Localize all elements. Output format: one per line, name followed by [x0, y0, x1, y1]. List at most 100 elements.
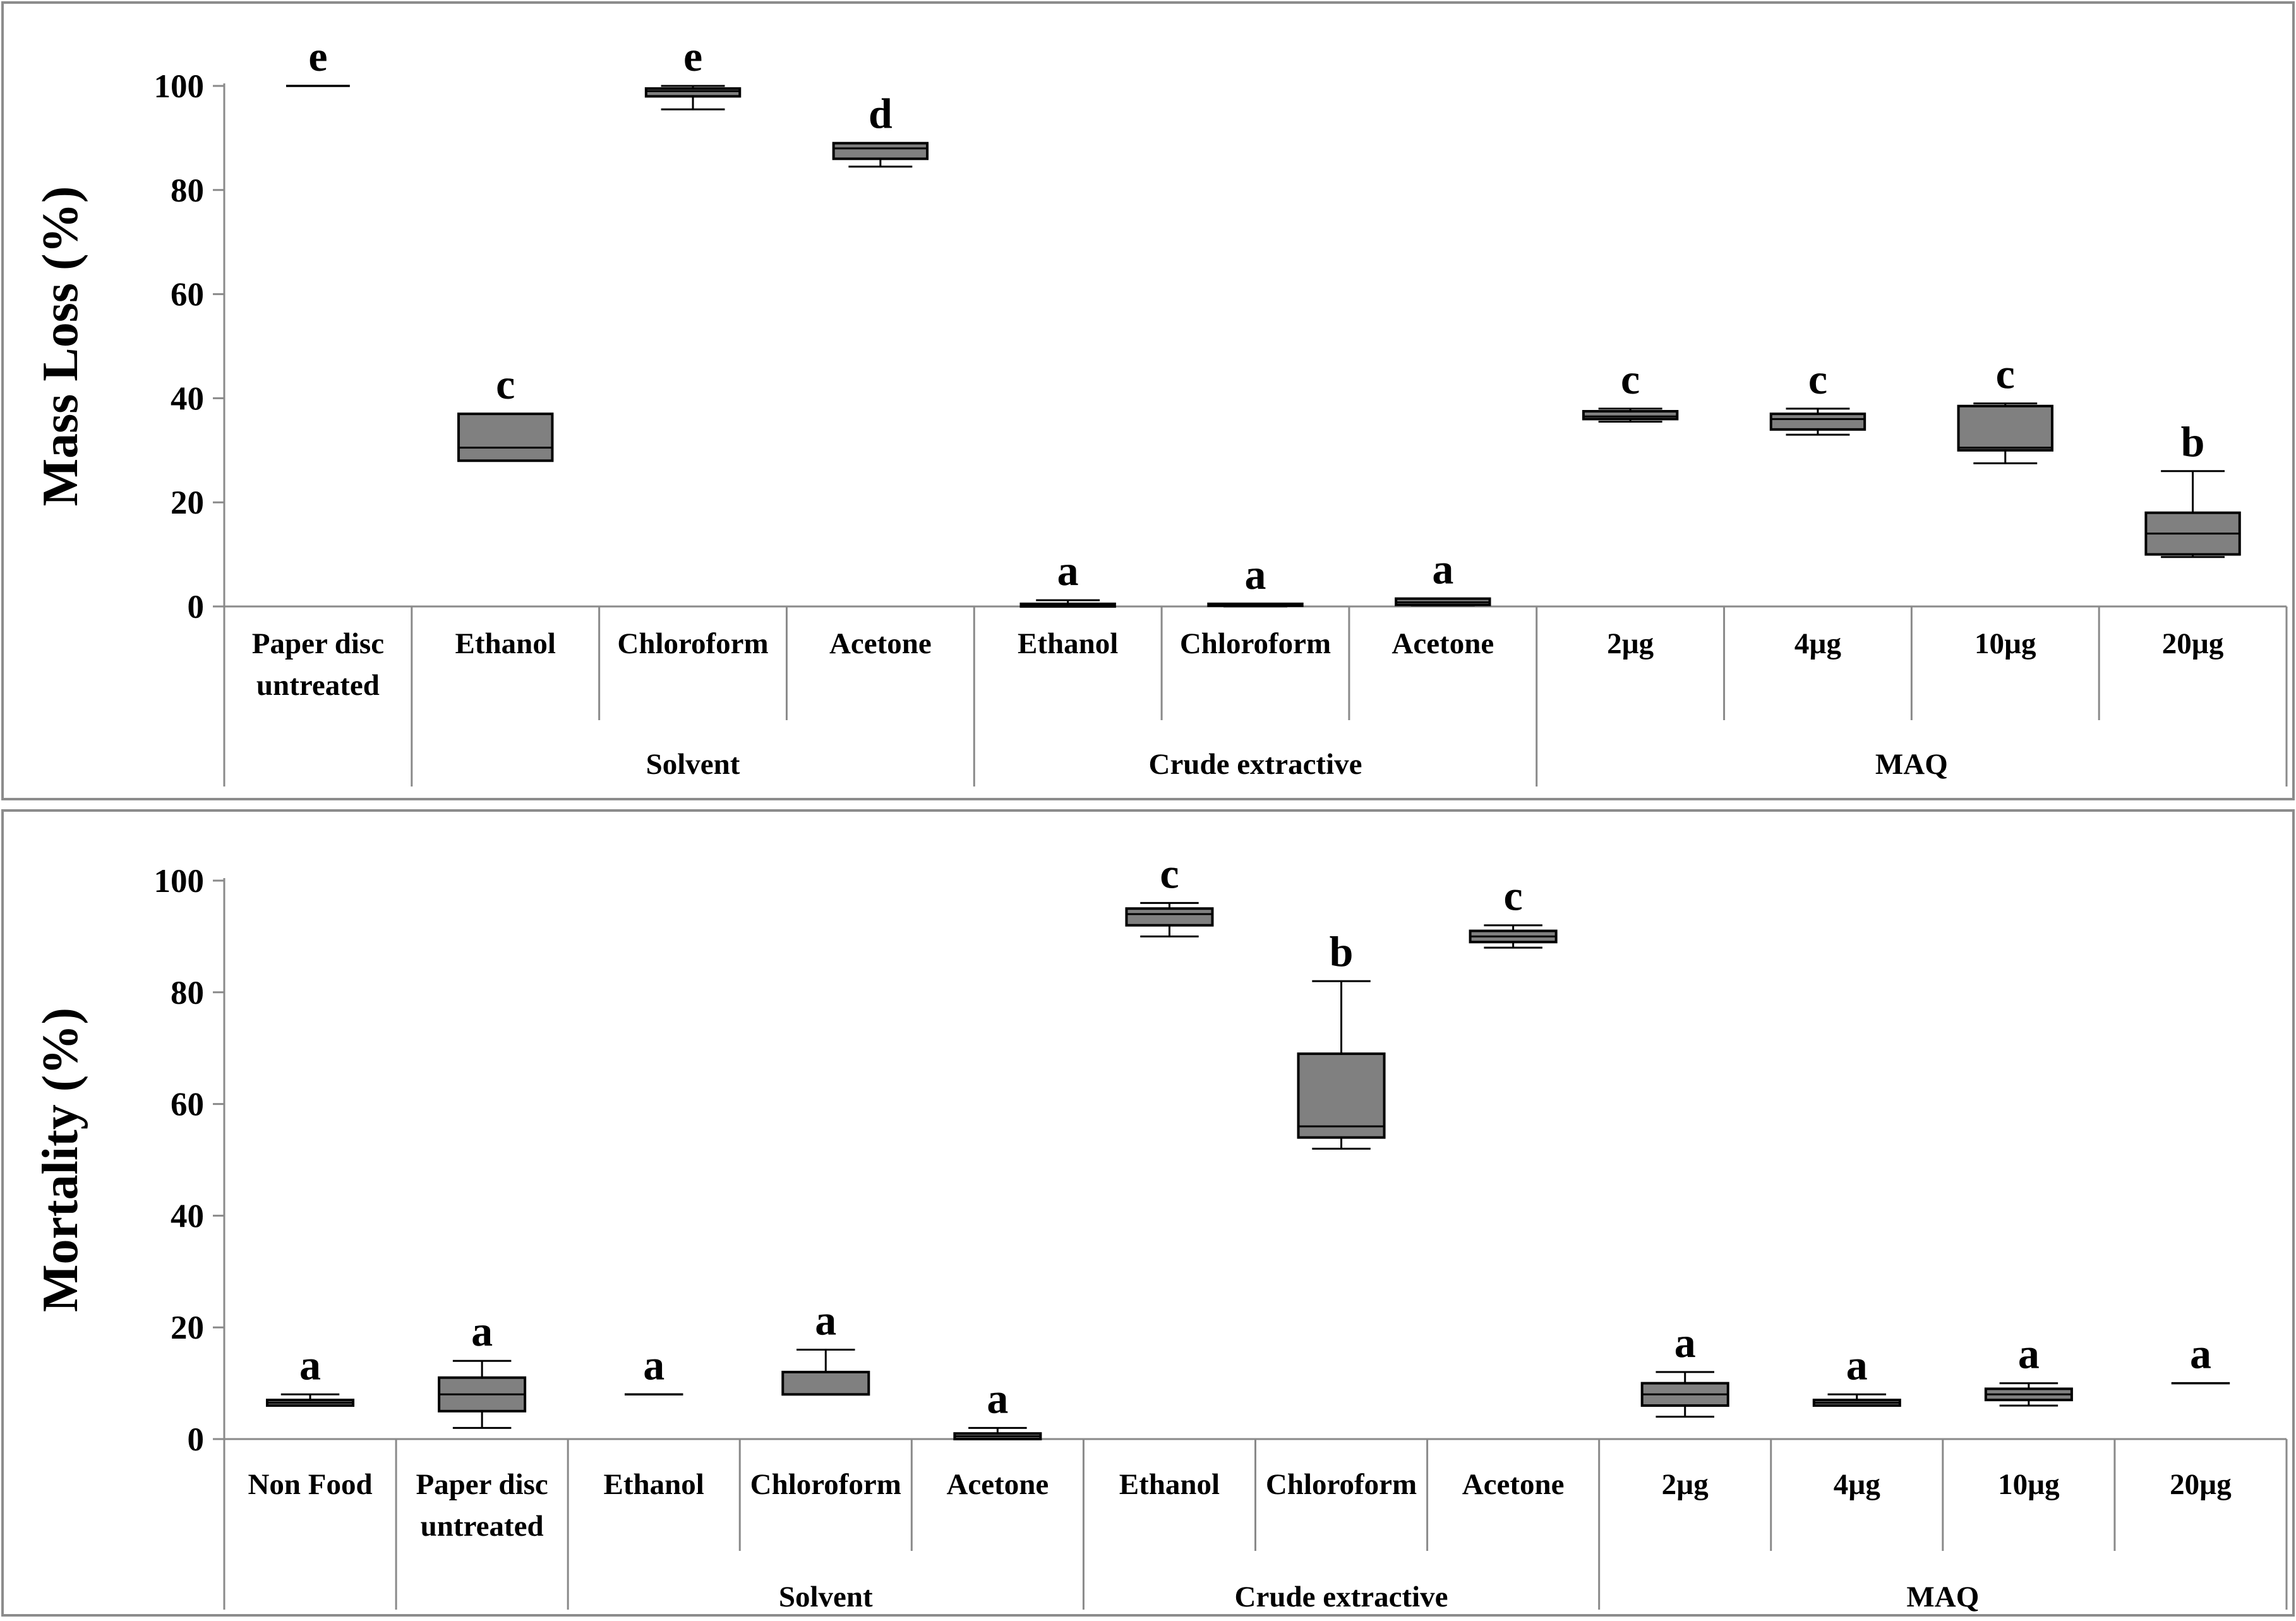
box-plot: e [285, 32, 350, 87]
box-plot: a [781, 1296, 870, 1396]
box-iqr [781, 1370, 870, 1396]
significance-label: c [1160, 849, 1179, 897]
significance-label: a [2190, 1330, 2211, 1378]
significance-label: b [1330, 927, 1354, 975]
box-iqr [1769, 413, 1866, 431]
category-label: 10µg [1974, 627, 2036, 660]
category-label: Chloroform [617, 627, 768, 660]
significance-label: a [299, 1341, 321, 1389]
box-plot: a [953, 1374, 1042, 1440]
box-plot: c [457, 360, 554, 462]
box-plot: b [2144, 418, 2241, 558]
category-label: Chloroform [1180, 627, 1331, 660]
category-label: Acetone [946, 1468, 1049, 1501]
group-label: Solvent [646, 748, 740, 781]
category-label: 10µg [1998, 1468, 2060, 1501]
category-label: 4µg [1834, 1468, 1881, 1501]
box-iqr [1297, 1052, 1386, 1139]
significance-label: c [1996, 350, 2015, 398]
category-label: 4µg [1794, 627, 1842, 660]
box-plot: a [1640, 1318, 1729, 1418]
y-tick-label: 100 [154, 68, 205, 105]
group-label: Crude extractive [1235, 1581, 1448, 1613]
box-iqr [457, 413, 554, 462]
significance-label: a [643, 1341, 664, 1389]
category-label: Acetone [1462, 1468, 1565, 1501]
box-plot: c [1469, 872, 1558, 949]
box-plot: a [624, 1341, 683, 1396]
y-tick-label: 60 [171, 1087, 204, 1123]
significance-label: c [1808, 355, 1827, 403]
box-plot: c [1769, 355, 1866, 436]
category-label: Chloroform [1266, 1468, 1417, 1501]
category-label: Ethanol [1018, 627, 1118, 660]
y-tick-label: 80 [171, 172, 204, 209]
y-tick-label: 60 [171, 277, 204, 313]
y-axis-title: Mortality (%) [33, 1008, 88, 1312]
significance-label: b [2181, 418, 2205, 466]
category-label: 2µg [1607, 627, 1654, 660]
box-plot: a [438, 1307, 527, 1429]
box-plot: c [1125, 849, 1214, 937]
significance-label: a [2018, 1330, 2040, 1378]
y-tick-label: 0 [188, 589, 205, 625]
y-tick-label: 20 [171, 1310, 204, 1346]
significance-label: a [471, 1307, 493, 1355]
y-tick-label: 100 [154, 863, 205, 900]
box-plot: e [644, 32, 742, 111]
category-label: untreated [256, 669, 380, 702]
box-plot: a [1019, 546, 1116, 608]
box-plot: a [266, 1341, 355, 1407]
significance-label: d [869, 90, 893, 138]
box-plot: c [1957, 350, 2053, 464]
group-label: Solvent [779, 1581, 873, 1613]
significance-label: a [987, 1374, 1008, 1422]
box-plot: c [1582, 355, 1679, 423]
box-plot: d [832, 90, 929, 168]
panel-frame [1, 809, 2295, 1617]
category-label: Ethanol [1119, 1468, 1220, 1501]
category-label: Acetone [829, 627, 932, 660]
significance-label: a [1432, 545, 1453, 593]
significance-label: a [1674, 1318, 1696, 1366]
category-label: 2µg [1662, 1468, 1709, 1501]
category-label: Acetone [1391, 627, 1494, 660]
y-tick-label: 20 [171, 485, 204, 521]
box-iqr [644, 87, 742, 98]
box-iqr [832, 142, 929, 160]
box-plot: a [1984, 1330, 2073, 1407]
box-plot: a [1207, 550, 1304, 608]
box-iqr [1125, 907, 1214, 927]
y-tick-label: 80 [171, 975, 204, 1011]
significance-label: a [815, 1296, 836, 1344]
significance-label: a [1057, 546, 1079, 594]
significance-label: c [496, 360, 515, 408]
category-label: Chloroform [750, 1468, 901, 1501]
box-iqr [1582, 410, 1679, 421]
panel-frame [1, 1, 2295, 800]
group-label: MAQ [1906, 1581, 1979, 1613]
significance-label: e [308, 32, 327, 80]
group-label: Crude extractive [1149, 748, 1362, 781]
box-plot: a [2171, 1330, 2230, 1385]
group-label: MAQ [1875, 748, 1948, 781]
y-tick-label: 40 [171, 380, 204, 417]
significance-label: a [1846, 1341, 1868, 1389]
box-plot: a [1395, 545, 1491, 606]
y-tick-label: 0 [188, 1421, 205, 1458]
category-label: untreated [421, 1510, 544, 1543]
significance-label: c [1621, 355, 1640, 403]
y-tick-label: 40 [171, 1198, 204, 1234]
box-plot: a [1812, 1341, 1901, 1407]
category-label: Ethanol [455, 627, 556, 660]
category-label: 20µg [2162, 627, 2224, 660]
significance-label: c [1504, 872, 1523, 920]
category-label: Non Food [248, 1468, 372, 1501]
significance-label: e [683, 32, 702, 80]
box-plot: b [1297, 927, 1386, 1150]
significance-label: a [1245, 550, 1266, 598]
box-iqr [1957, 404, 2053, 452]
y-axis-title: Mass Loss (%) [33, 186, 88, 507]
